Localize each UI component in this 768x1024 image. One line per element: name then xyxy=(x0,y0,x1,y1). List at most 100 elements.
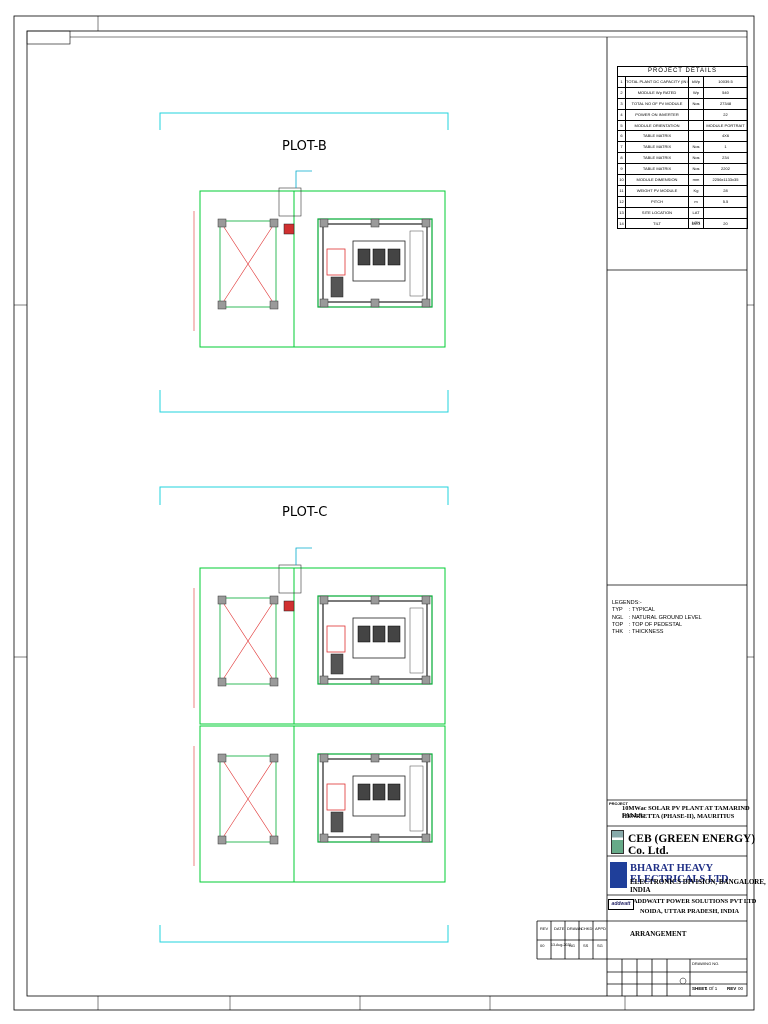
consultant-location: NOIDA, UTTAR PRADESH, INDIA xyxy=(640,908,740,915)
tower-frame xyxy=(219,220,277,308)
pedestal xyxy=(217,218,227,228)
cyan-gap-mask xyxy=(150,505,468,925)
project-details-desc: TOTAL PLANT DC CAPACITY (IN kWp) xyxy=(626,77,689,87)
transformer-box xyxy=(352,240,406,282)
legend-abbr: TOP xyxy=(612,621,624,628)
contractor-name: BHARAT HEAVY ELECTRICALS LTD xyxy=(630,863,729,885)
plot-c-title: PLOT-C xyxy=(282,505,328,520)
switchgear xyxy=(409,765,424,832)
bushing xyxy=(372,248,386,266)
pedestal xyxy=(269,300,279,310)
bracing-line xyxy=(219,755,277,843)
contractor-division: ELECTRONICS DIVISION, BANGALORE, INDIA xyxy=(630,878,766,894)
project-details-value: 20 xyxy=(723,220,728,226)
project-details-no: 13 xyxy=(618,207,626,218)
cable-route xyxy=(295,170,312,188)
project-details-no: 1 xyxy=(618,77,626,87)
project-details-desc: PITCH xyxy=(626,196,689,207)
panel-red xyxy=(326,625,346,653)
legend-item: TYP : TYPICAL xyxy=(612,607,702,614)
sheet-label: SHEET xyxy=(692,986,708,991)
pedestal xyxy=(217,753,227,763)
drawing-no-label: DRAWING NO. xyxy=(692,961,720,966)
project-details-desc: MODULE DIMENSION xyxy=(626,175,689,185)
pedestal xyxy=(370,595,380,605)
project-details-unit: m xyxy=(689,196,704,207)
project-details-unit: DEG xyxy=(689,218,704,229)
project-details-desc: TABLE MATRIX xyxy=(626,164,689,175)
project-details-desc: WEIGHT PV MODULE xyxy=(626,185,689,196)
pedestal xyxy=(421,753,431,763)
project-details-no: 11 xyxy=(618,185,626,196)
consultant-logo: addwatt xyxy=(608,899,634,910)
title-block-frame xyxy=(536,37,747,996)
legend-item: TOP : TOP OF PEDESTAL xyxy=(612,622,702,629)
project-details-value: 234 xyxy=(722,155,729,161)
corner-box xyxy=(26,30,71,45)
pedestal xyxy=(370,833,380,843)
project-details-desc: SITE LOCATION xyxy=(626,207,689,218)
bushing xyxy=(357,248,371,266)
outer-border xyxy=(13,15,755,1011)
project-details-no: 4 xyxy=(618,109,626,120)
project-details-no: 12 xyxy=(618,196,626,207)
project-details-unit xyxy=(689,120,704,131)
pedestal xyxy=(217,835,227,845)
project-details-unit: Nos xyxy=(689,142,704,153)
rev-number: 00 xyxy=(738,986,744,991)
project-details-no: 6 xyxy=(618,131,626,142)
battery-unit xyxy=(330,811,344,833)
project-details-unit: Wp xyxy=(689,87,704,98)
rev-header-date: DATE xyxy=(554,926,565,931)
project-details-no: 14 xyxy=(618,218,626,229)
project-details-value: 10039.5 xyxy=(718,79,733,84)
plot-green-boundary xyxy=(293,567,446,725)
rev-header-drawn: DRAWN xyxy=(567,926,582,931)
rev-appd: SG xyxy=(597,943,603,948)
project-details-desc: TABLE MATRIX xyxy=(626,142,689,153)
legend-meaning: : TOP OF PEDESTAL xyxy=(629,621,683,628)
legend-abbr: THK xyxy=(612,629,623,636)
legend-item: THK: THICKNESS xyxy=(612,629,702,636)
legend-abbr: TYP xyxy=(612,607,623,614)
project-details-desc: TOTAL NO OF PV MODULE xyxy=(626,98,689,109)
pedestal xyxy=(370,218,380,228)
switchgear xyxy=(409,607,424,674)
battery-unit xyxy=(330,276,344,298)
project-details-unit: Kg xyxy=(689,185,704,196)
bushing xyxy=(387,783,401,801)
contractor-logo-icon xyxy=(610,862,627,888)
bracing-line xyxy=(219,220,277,308)
client-name: CEB (GREEN ENERGY) Co. Ltd. xyxy=(628,833,756,857)
pedestal xyxy=(421,675,431,685)
project-details-unit: Nos xyxy=(689,98,704,109)
project-details-no: 5 xyxy=(618,120,626,131)
project-details-value: 4X6 xyxy=(721,133,730,139)
project-details-value: 1 xyxy=(724,144,727,150)
project-details-no: 8 xyxy=(618,153,626,164)
project-details-no: 3 xyxy=(618,98,626,109)
pedestal xyxy=(217,677,227,687)
project-details-desc: TILT xyxy=(626,218,689,229)
panel-red xyxy=(326,248,346,276)
project-details-value: 28 xyxy=(723,187,728,193)
pedestal xyxy=(269,677,279,687)
project-details-no: 9 xyxy=(618,164,626,175)
legends-title: LEGENDS:- xyxy=(612,600,642,606)
project-details-no: 7 xyxy=(618,142,626,153)
pedestal xyxy=(217,300,227,310)
bushing xyxy=(372,783,386,801)
pedestal xyxy=(319,675,329,685)
legend-meaning: : TYPICAL xyxy=(629,607,655,614)
pedestal xyxy=(319,753,329,763)
